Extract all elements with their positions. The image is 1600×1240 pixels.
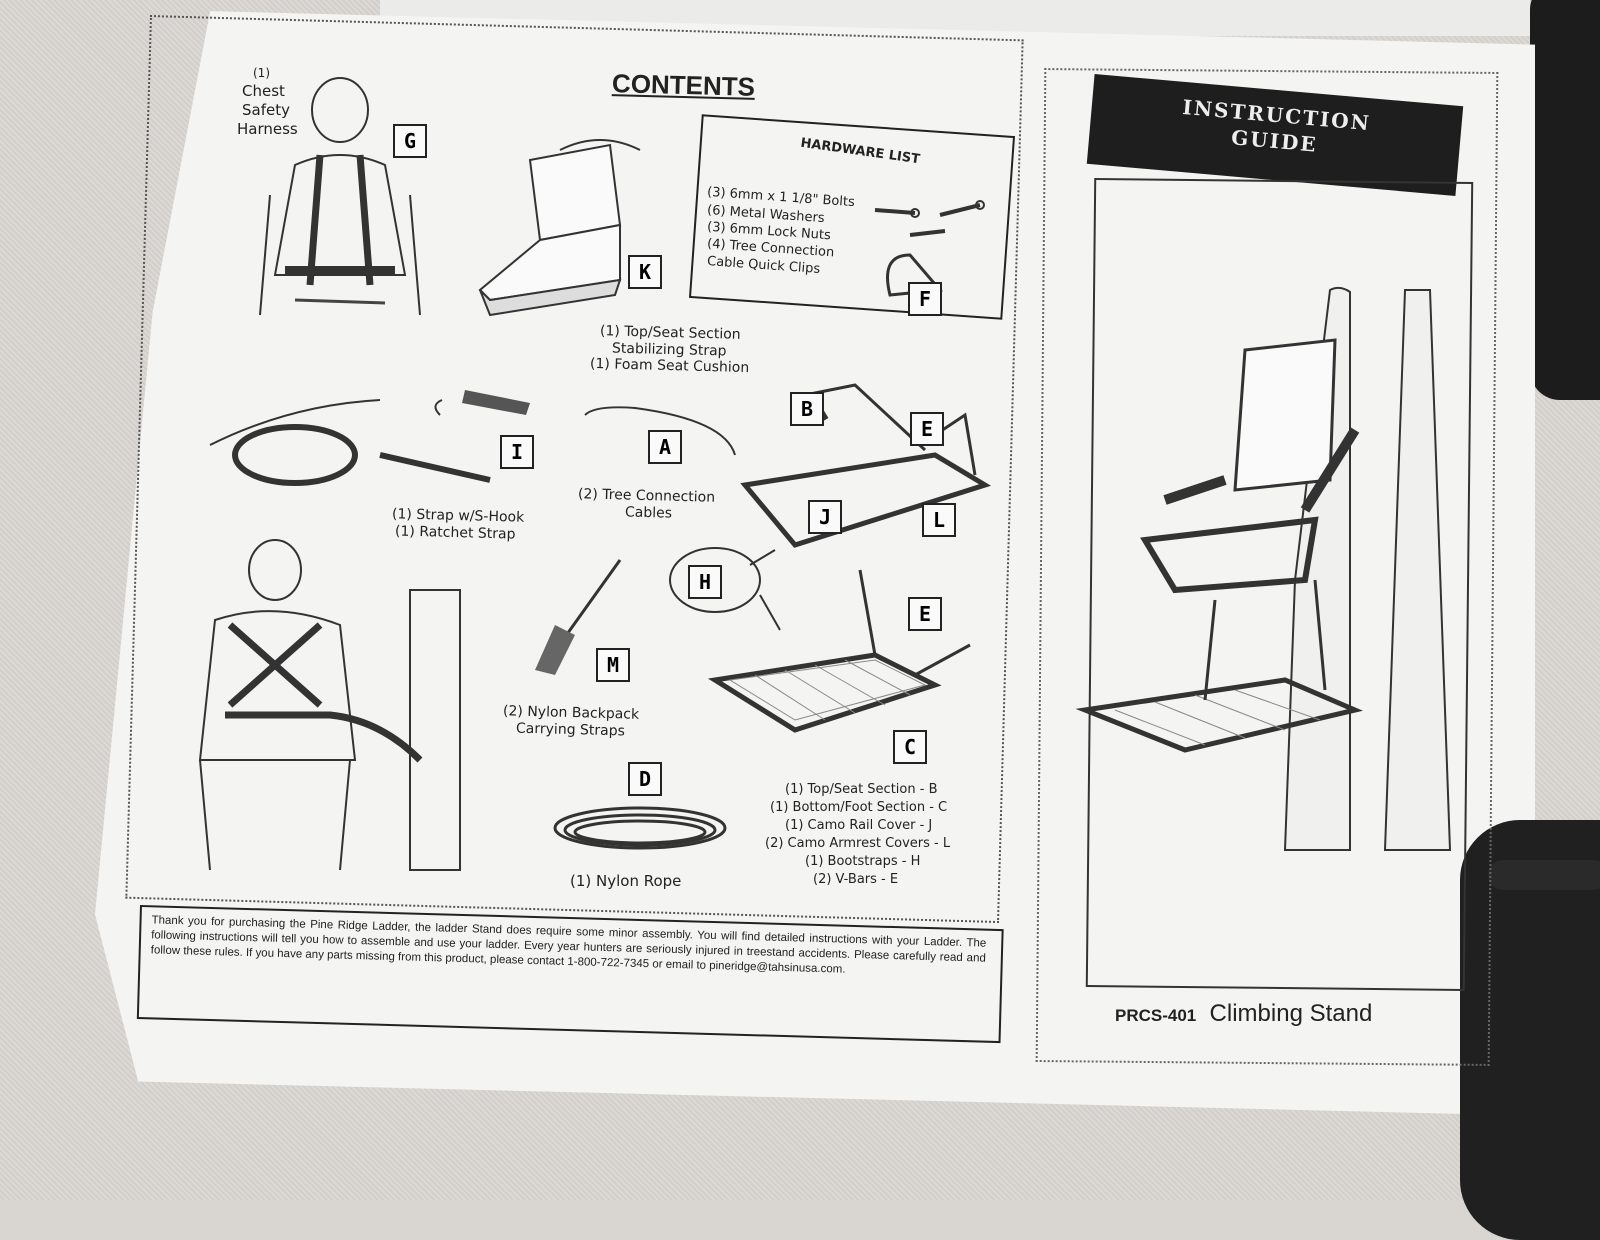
thank-you-box: Thank you for purchasing the Pine Ridge … <box>136 905 1004 1044</box>
strap-illustration <box>209 390 530 486</box>
backpack-strap-illustration <box>535 559 622 675</box>
letter-k: K <box>628 255 662 289</box>
letter-i: I <box>500 435 534 469</box>
seat-illustration <box>478 139 641 317</box>
letter-e-upper: E <box>910 412 944 446</box>
bootstrap-illustration <box>669 547 781 631</box>
letter-m: M <box>596 648 630 682</box>
foot-platform-illustration <box>707 569 971 733</box>
harness-qty: (1) <box>253 66 270 80</box>
letter-f: F <box>908 282 942 316</box>
harness-front-illustration <box>259 77 421 316</box>
harness-label-1: Chest <box>242 82 285 100</box>
letter-g: G <box>393 124 427 158</box>
cables-label-2: Cables <box>624 504 673 522</box>
letter-e-lower: E <box>908 597 942 631</box>
instruction-sheet <box>95 11 1535 1115</box>
letter-b: B <box>790 392 824 426</box>
letter-j: J <box>808 500 842 534</box>
parts-list-item-2: (1) Bottom/Foot Section - C <box>770 800 948 815</box>
parts-list-item-1: (1) Top/Seat Section - B <box>785 782 938 797</box>
dark-cloth <box>1530 0 1600 400</box>
model-name: Climbing Stand <box>1209 1000 1373 1027</box>
model-line: PRCS-401 Climbing Stand <box>1115 1000 1372 1028</box>
harness-label-2: Safety <box>242 101 290 119</box>
letter-l: L <box>922 503 956 537</box>
cable-illustration <box>584 406 736 456</box>
hardware-illustration <box>874 200 985 297</box>
seat-frame-illustration <box>740 383 992 548</box>
glove-finger <box>1488 860 1600 890</box>
harness-back-illustration <box>198 539 461 871</box>
model-number: PRCS-401 <box>1115 1006 1197 1025</box>
parts-list-item-6: (2) V-Bars - E <box>813 872 899 887</box>
rope-label: (1) Nylon Rope <box>570 872 682 890</box>
parts-list-item-3: (1) Camo Rail Cover - J <box>785 818 933 833</box>
backpack-label-2: Carrying Straps <box>515 720 626 740</box>
letter-h: H <box>688 565 722 599</box>
black-glove <box>1460 820 1600 1240</box>
rope-illustration <box>553 806 727 850</box>
climbing-stand-illustration <box>1075 286 1452 851</box>
strap-label-1: (1) Strap w/S-Hook <box>391 506 525 526</box>
harness-label-3: Harness <box>237 120 298 138</box>
letter-c: C <box>893 730 927 764</box>
parts-list-item-4: (2) Camo Armrest Covers - L <box>765 836 951 851</box>
letter-a: A <box>648 430 682 464</box>
parts-list-item-5: (1) Bootstraps - H <box>805 854 921 869</box>
contents-title: CONTENTS <box>611 68 756 102</box>
letter-d: D <box>628 762 662 796</box>
